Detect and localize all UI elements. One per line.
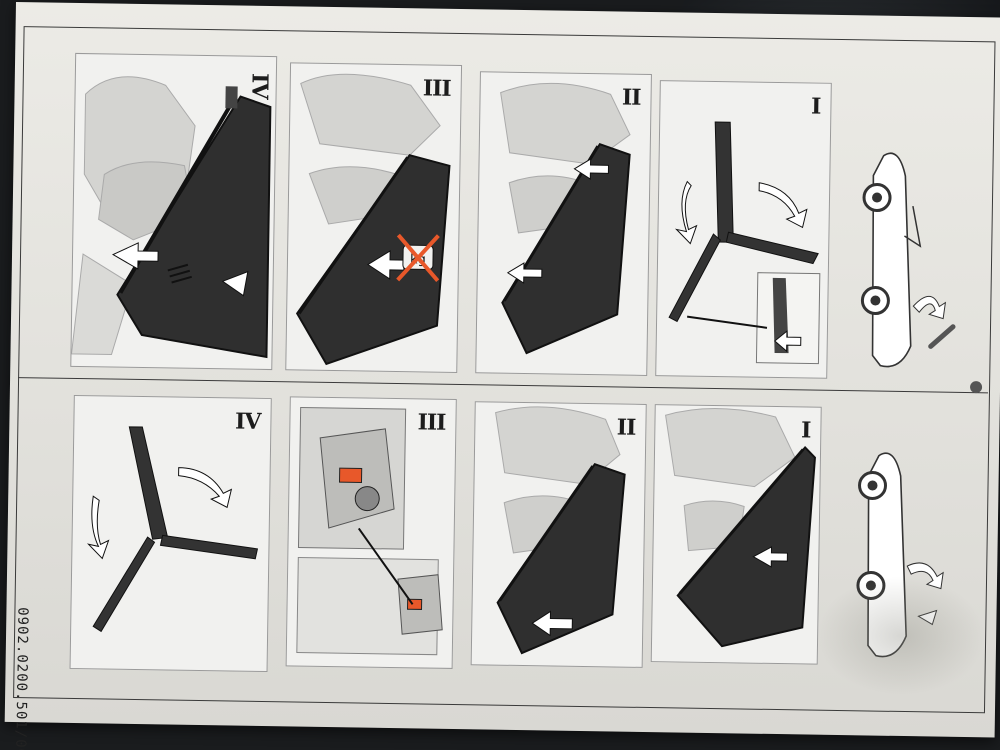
top-car-diagram xyxy=(840,145,964,377)
seat-with-cover-illustration xyxy=(71,76,272,359)
part-code: 0902.0200.501/00 xyxy=(12,607,31,750)
step-number: III xyxy=(422,75,451,102)
bottom-panel-step-iv: IV xyxy=(69,394,272,673)
bottom-panel-step-i: I xyxy=(650,404,822,665)
step-number: II xyxy=(621,84,641,111)
cross-mark-icon xyxy=(396,233,440,282)
step-number: II xyxy=(616,414,636,441)
top-panel-step-i: I xyxy=(655,80,832,379)
instruction-card: IV kg III xyxy=(4,2,1000,750)
step-number: IV xyxy=(245,72,273,99)
paper-stain xyxy=(815,574,988,698)
bottom-panel-step-ii: II xyxy=(470,401,647,668)
cover-arrows-illustration xyxy=(500,82,631,355)
step-number: III xyxy=(417,409,446,436)
convertible-car-icon xyxy=(856,452,944,658)
latch-detail-illustration xyxy=(296,407,443,656)
cover-rear-seat-illustration xyxy=(665,408,816,648)
step-number: I xyxy=(800,417,811,444)
latch-release-icon xyxy=(338,467,363,483)
top-panel-step-iii: kg III xyxy=(285,62,463,373)
convertible-car-icon xyxy=(860,152,956,368)
cover-install-illustration xyxy=(495,406,626,655)
cover-fold-illustration xyxy=(86,426,259,633)
step-number: IV xyxy=(234,408,261,435)
bottom-car-diagram xyxy=(836,445,960,677)
step-number: I xyxy=(810,93,821,120)
cover-weight-warning-illustration: kg xyxy=(295,73,451,366)
cover-unfold-illustration xyxy=(668,121,821,365)
bottom-panel-step-iii: III xyxy=(285,396,457,669)
top-panel-step-ii: II xyxy=(475,71,652,376)
top-panel-step-iv: IV xyxy=(70,52,278,371)
